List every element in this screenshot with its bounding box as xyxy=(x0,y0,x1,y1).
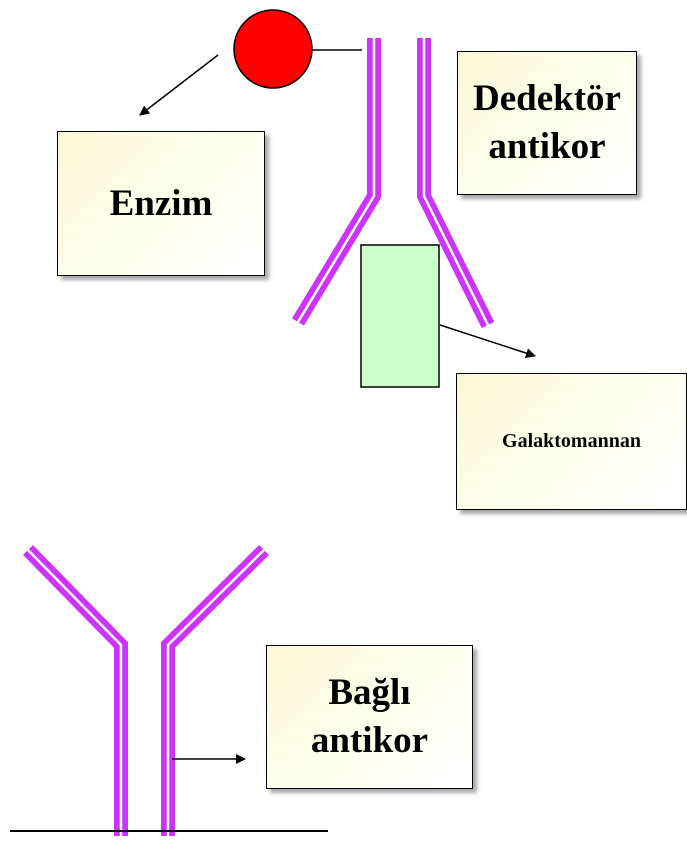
enzim-label-box: Enzim xyxy=(57,131,265,276)
enzim-label: Enzim xyxy=(109,182,213,224)
bound-antibody xyxy=(22,545,269,836)
bound-antibody-right-arm xyxy=(161,545,269,836)
bound-antibody-left-arm-gap xyxy=(27,549,123,836)
detector-antibody-left-arm-gap xyxy=(296,38,376,323)
galaktomannan-label-box: Galaktomannan xyxy=(456,373,687,510)
galactomannan-antigen xyxy=(360,244,440,388)
detector-antibody-right-arm-gap xyxy=(422,38,490,326)
bound-antibody-left-arm xyxy=(22,545,128,836)
bagli-antikor-label: Bağlı antikor xyxy=(310,672,429,761)
dedektor-antikor-label: Dedektör antikor xyxy=(473,78,621,167)
bagli-antikor-label-box: Bağlı antikor xyxy=(266,645,473,789)
detector-antibody xyxy=(292,38,495,329)
bound-antibody-right-arm-gap xyxy=(166,549,265,836)
galaktomannan-label: Galaktomannan xyxy=(502,430,641,452)
enzyme-circle xyxy=(233,9,313,89)
enzyme-arrow xyxy=(139,54,219,116)
dedektor-antikor-label-box: Dedektör antikor xyxy=(457,51,637,195)
galactomannan-arrow xyxy=(439,324,536,358)
